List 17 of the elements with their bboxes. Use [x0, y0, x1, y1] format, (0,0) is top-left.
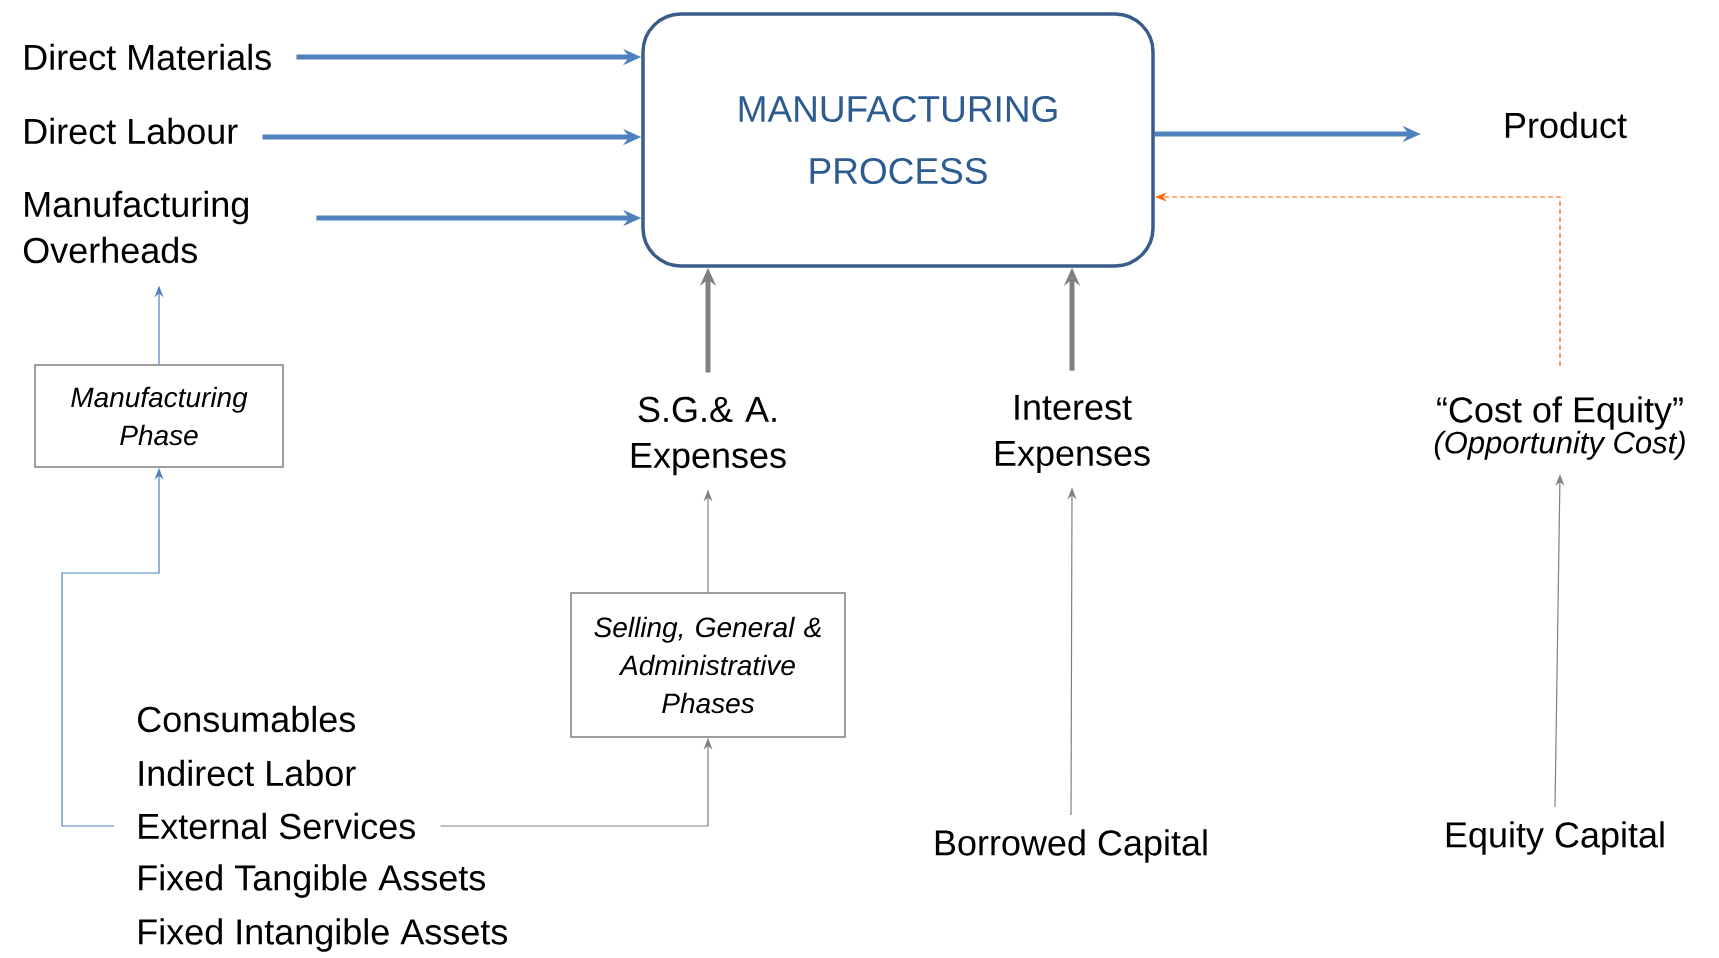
- cost-item: Indirect Labor: [139, 759, 356, 787]
- expense-label: Interest Expenses: [995, 394, 1150, 474]
- phase-box: Selling, General & Administrative Phases: [570, 592, 846, 738]
- cost-item: Fixed Intangible Assets: [139, 918, 508, 952]
- cost-item: Fixed Tangible Assets: [139, 864, 485, 898]
- cost-item: External Services: [139, 812, 415, 840]
- cost-item: Consumables: [138, 705, 355, 733]
- capital-label: Equity Capital: [1446, 821, 1664, 855]
- expense-label: S.G.& A. Expenses: [631, 396, 786, 476]
- input-label: Direct Labour: [25, 117, 238, 145]
- input-label: Manufacturing Overheads: [23, 190, 248, 264]
- capital-label: Borrowed Capital: [935, 829, 1207, 863]
- input-label: Direct Materials: [25, 43, 271, 71]
- output-label: Product: [1505, 111, 1627, 139]
- cost-label: “Cost of Equity” (Opportunity Cost): [1434, 396, 1685, 460]
- process-box: MANUFACTURING PROCESS: [641, 12, 1155, 268]
- phase-box: Manufacturing Phase: [34, 364, 284, 468]
